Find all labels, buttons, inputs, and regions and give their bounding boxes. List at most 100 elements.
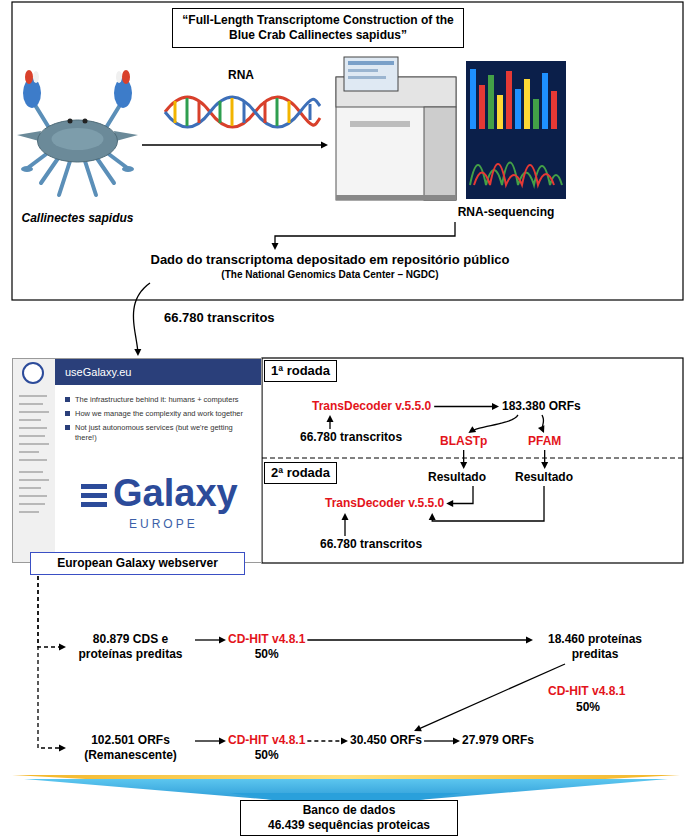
bullet-list: The infrastructure behind it: humans + c… [65, 395, 255, 447]
sequencer-figure: RNA-sequencing [330, 55, 570, 220]
node-text: 66.780 transcritos [320, 537, 422, 552]
count-label: 102.501 ORFs (Remanescente) [68, 733, 193, 763]
node-text: The infrastructure behind it: humans + c… [65, 395, 255, 405]
database-box: Banco de dados46.439 sequências proteica… [240, 800, 458, 836]
title-box: “Full-Length Transcriptome Construction … [172, 8, 464, 48]
node-text: 66.780 transcritos [300, 430, 402, 445]
flow-arrow [272, 222, 456, 250]
round-box: 1ª rodada [264, 360, 337, 382]
tool-label: BLASTp [440, 434, 487, 449]
connector-line [432, 486, 544, 521]
tool-label: TransDecoder v.5.5.0 [312, 399, 431, 414]
connector-line [424, 740, 454, 741]
flow-arrow [446, 486, 473, 507]
connector-line [544, 450, 545, 463]
node-text: Not just autonomous services (but we're … [65, 423, 255, 443]
connector-line [329, 421, 330, 429]
node-text: Resultado [428, 470, 486, 485]
arrowhead [538, 425, 544, 433]
webserver-box: European Galaxy webserver [30, 552, 245, 575]
result-label: Resultado [428, 470, 486, 485]
edge-caption: RNA [228, 68, 254, 83]
flow-arrow [133, 283, 150, 356]
screenshot-graphics [13, 359, 262, 563]
tool-label: PFAM [528, 434, 561, 449]
node-text: 1ª rodada [271, 363, 330, 379]
arrowhead [341, 738, 348, 745]
count-label: 66.780 transcritos [300, 430, 402, 445]
arrowhead [446, 500, 453, 507]
galaxy-screenshot: The infrastructure behind it: humans + c… [12, 358, 262, 563]
node-text: How we manage the complexity and work to… [65, 409, 255, 419]
connector-line [420, 664, 565, 729]
flow-arrow [414, 664, 565, 731]
node-text: 2ª rodada [271, 465, 330, 481]
flow-arrow [541, 450, 548, 469]
flow-arrow [195, 637, 226, 644]
node-text: 27.979 ORFs [462, 733, 534, 748]
flow-arrow [142, 142, 328, 149]
arrowhead [219, 738, 226, 745]
node-text: Galaxy [113, 473, 238, 513]
node-text: 102.501 ORFs (Remanescente) [68, 733, 193, 763]
connector-line [434, 406, 493, 407]
connector-line [307, 639, 527, 640]
node-text: “Full-Length Transcriptome Construction … [179, 13, 457, 43]
flow-arrow [342, 513, 349, 536]
count-label: 18.460 proteínas preditas [535, 632, 655, 662]
node-text: BLASTp [440, 434, 487, 449]
node-text: 80.879 CDS e proteínas preditas [68, 632, 193, 662]
arrowhead [468, 426, 476, 433]
count-label: 66.780 transcritos [320, 537, 422, 552]
node-text: Callinectes sapidus [15, 211, 140, 226]
arrowhead [414, 725, 422, 731]
result-label: Resultado [515, 470, 573, 485]
flow-arrow [429, 486, 544, 521]
flow-arrow [38, 576, 66, 752]
arrowhead [219, 637, 226, 644]
connector-line [38, 576, 60, 647]
node-text: (The National Genomics Data Center – NGD… [100, 268, 560, 281]
node-text: 30.450 ORFs [350, 733, 422, 748]
flow-arrow [460, 450, 467, 469]
round-box: 2ª rodada [264, 462, 337, 484]
arrowhead [460, 462, 467, 469]
node-text: TransDecoder v.5.5.0 [325, 496, 444, 511]
arrowhead [272, 243, 279, 250]
flow-arrow [195, 738, 226, 745]
node-text: RNA-sequencing [442, 205, 570, 220]
tool-label: CD-HIT v4.8.150% [228, 632, 305, 662]
edge-label: 66.780 transcritos [164, 310, 275, 326]
node-text: PFAM [528, 434, 561, 449]
arrowhead [541, 462, 548, 469]
arrowhead [321, 142, 328, 149]
connector-line [195, 639, 220, 640]
flow-arrow [538, 415, 544, 433]
node-text: EUROPE [129, 517, 198, 531]
connector-line [142, 144, 322, 145]
arrowhead [453, 738, 460, 745]
round-panel [262, 358, 683, 563]
node-text: CD-HIT v4.8.1 [228, 733, 305, 748]
count-label: 30.450 ORFs [350, 733, 422, 748]
node-text: Resultado [515, 470, 573, 485]
node-text: CD-HIT v4.8.1 [228, 632, 305, 647]
connector-line [344, 519, 345, 536]
arrowhead [59, 644, 66, 651]
tool-label: CD-HIT v4.8.1 [548, 684, 625, 699]
rna-helix [165, 97, 320, 127]
node-text: Dado do transcriptoma depositado em repo… [100, 252, 560, 268]
flow-arrow [307, 637, 533, 644]
connector-line [463, 450, 464, 463]
node-text: 46.439 sequências proteicas [247, 818, 451, 833]
connector-line [471, 415, 518, 432]
connector-line [195, 740, 220, 741]
arrowhead [492, 403, 499, 410]
node-text: 18.460 proteínas preditas [535, 632, 655, 662]
connector-line [133, 283, 150, 353]
top-panel [12, 2, 683, 300]
node-text: Banco de dados [247, 803, 451, 818]
tool-label: TransDecoder v.5.5.0 [325, 496, 444, 511]
flow-arrow [468, 415, 518, 433]
